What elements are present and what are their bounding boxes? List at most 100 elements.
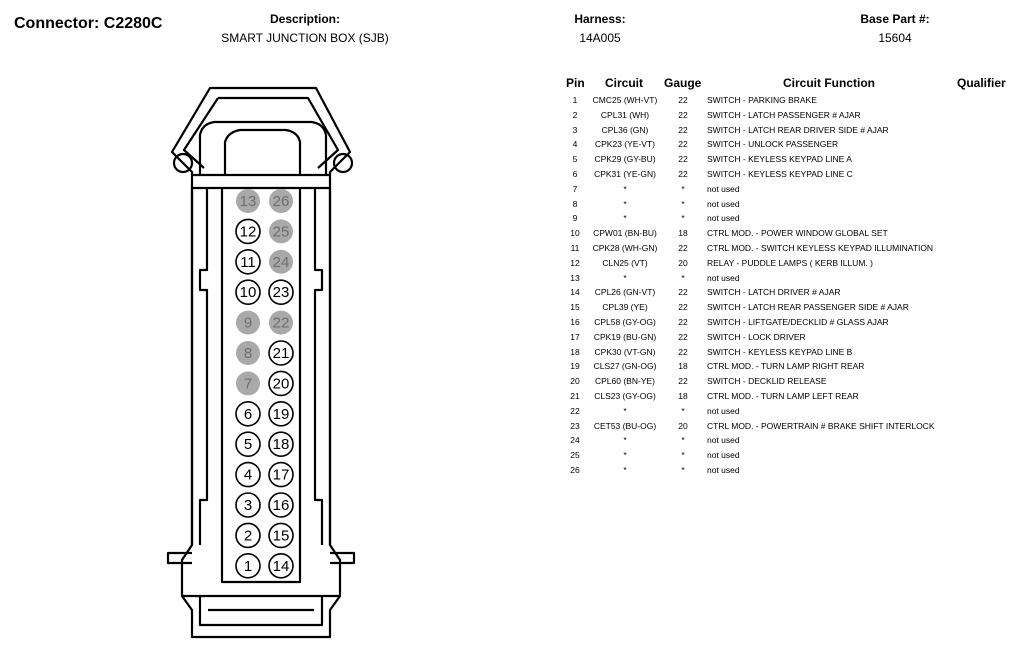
cell-pin: 21 [570,391,580,401]
cell-gauge: 22 [678,169,688,179]
pin-cavity: 3 [235,492,261,518]
pin-cavity: 20 [268,370,294,397]
cell-pin: 6 [572,169,578,179]
cell-function: CTRL MOD. - POWERTRAIN # BRAKE SHIFT INT… [707,420,935,431]
cell-circuit: CLS23 (GY-OG) [594,391,656,401]
pin-number: 2 [244,527,252,544]
cell-pin: 25 [570,450,580,461]
cell-gauge: 18 [678,391,688,401]
cell-function: CTRL MOD. - TURN LAMP LEFT REAR [707,391,859,401]
pin-circle [268,340,294,366]
cell-circuit: CLS27 (GN-OG) [593,361,657,372]
pin-cavity: 6 [235,400,261,427]
pin-circle [235,400,261,427]
harness-block: Harness: 14A005 [550,12,650,45]
cell-pin: 24 [570,435,580,446]
cell-circuit: * [623,465,627,475]
cell-circuit: * [623,405,627,416]
pin-cavity: 12 [235,218,261,245]
cell-pin: 5 [572,154,578,165]
pin-circle [268,461,294,488]
connector-outline [166,86,356,639]
pin-number: 11 [240,254,256,271]
cell-circuit: * [623,183,627,194]
pin-number: 7 [244,375,252,392]
cell-function: SWITCH - LATCH DRIVER # AJAR [707,287,841,298]
cell-pin: 17 [570,331,580,342]
pin-number: 14 [273,558,290,575]
pin-circle [268,552,294,579]
pin-circle [235,461,261,488]
cell-gauge: * [681,435,685,446]
cell-circuit: CPK28 (WH-GN) [592,243,658,253]
col-header-circuit-function: Circuit Function [783,76,875,90]
cell-function: SWITCH - LIFTGATE/DECKLID # GLASS AJAR [707,317,889,327]
cell-pin: 4 [572,139,578,150]
pin-circle [236,189,260,213]
cell-circuit: CPL26 (GN-VT) [594,287,656,298]
pin-circle [268,522,294,549]
pin-cavity: 23 [268,279,294,306]
cell-gauge: 22 [678,346,688,357]
cell-circuit: CMC25 (WH-VT) [592,95,658,105]
pin-circle [268,431,294,458]
cell-function: not used [707,405,740,416]
col-header-pin: Pin [566,76,585,90]
cell-pin: 2 [572,109,578,120]
cell-function: SWITCH - LATCH REAR PASSENGER SIDE # AJA… [707,302,909,313]
cell-gauge: 22 [678,302,688,313]
cell-function: SWITCH - LATCH PASSENGER # AJAR [707,109,861,120]
cell-circuit: CPK23 (YE-VT) [595,139,655,150]
pin-number: 24 [273,254,290,271]
cell-function: SWITCH - KEYLESS KEYPAD LINE C [707,169,853,179]
pin-circle [235,552,261,579]
pin-number: 23 [273,284,290,301]
pin-number: 16 [273,497,290,514]
cell-circuit: CPL60 (BN-YE) [595,376,655,387]
description-value: SMART JUNCTION BOX (SJB) [221,31,389,45]
cell-pin: 15 [570,302,580,313]
cell-pin: 23 [570,420,580,431]
cell-function: SWITCH - LOCK DRIVER [707,331,806,342]
pin-circle [268,400,294,427]
pin-cavity: 9 [236,310,260,335]
cell-gauge: * [681,405,685,416]
cell-pin: 14 [570,287,580,298]
pin-number: 8 [244,345,252,362]
pin-cavity: 15 [268,522,294,549]
cell-circuit: * [623,435,627,446]
pin-number: 3 [244,497,252,514]
pin-number: 1 [244,558,252,575]
cell-function: not used [707,435,740,446]
pin-circle [235,522,261,549]
connector-title: Connector: C2280C [14,15,163,32]
cell-function: SWITCH - UNLOCK PASSENGER [707,139,839,150]
pin-circle [235,248,261,275]
pin-number: 19 [273,406,290,423]
cell-pin: 11 [570,243,580,253]
pin-cavity: 14 [268,552,294,579]
pin-number: 10 [240,284,257,301]
cell-gauge: 22 [678,287,688,298]
cell-function: SWITCH - LATCH REAR DRIVER SIDE # AJAR [707,124,889,135]
pin-cavity: 13 [236,189,260,213]
cell-function: CTRL MOD. - POWER WINDOW GLOBAL SET [707,228,888,239]
cell-circuit: CPK31 (YE-GN) [594,169,656,179]
cell-gauge: 22 [678,154,688,165]
cell-function: not used [707,213,740,224]
cell-pin: 19 [570,361,580,372]
description-label: Description: [269,12,340,26]
cell-pin: 22 [570,405,580,416]
cell-function: CTRL MOD. - SWITCH KEYLESS KEYPAD ILLUMI… [707,243,934,253]
pin-cavity: 11 [235,248,261,275]
pin-circle [269,310,293,335]
cell-gauge: 22 [678,109,688,120]
cell-gauge: 18 [678,361,688,372]
pin-circle [236,341,260,365]
pin-cavity: 25 [269,219,293,244]
col-header-gauge: Gauge [664,76,702,90]
cell-circuit: CPL39 (YE) [602,302,648,313]
cell-pin: 16 [570,317,580,327]
harness-value: 14A005 [579,31,621,45]
pin-number: 17 [273,467,290,484]
